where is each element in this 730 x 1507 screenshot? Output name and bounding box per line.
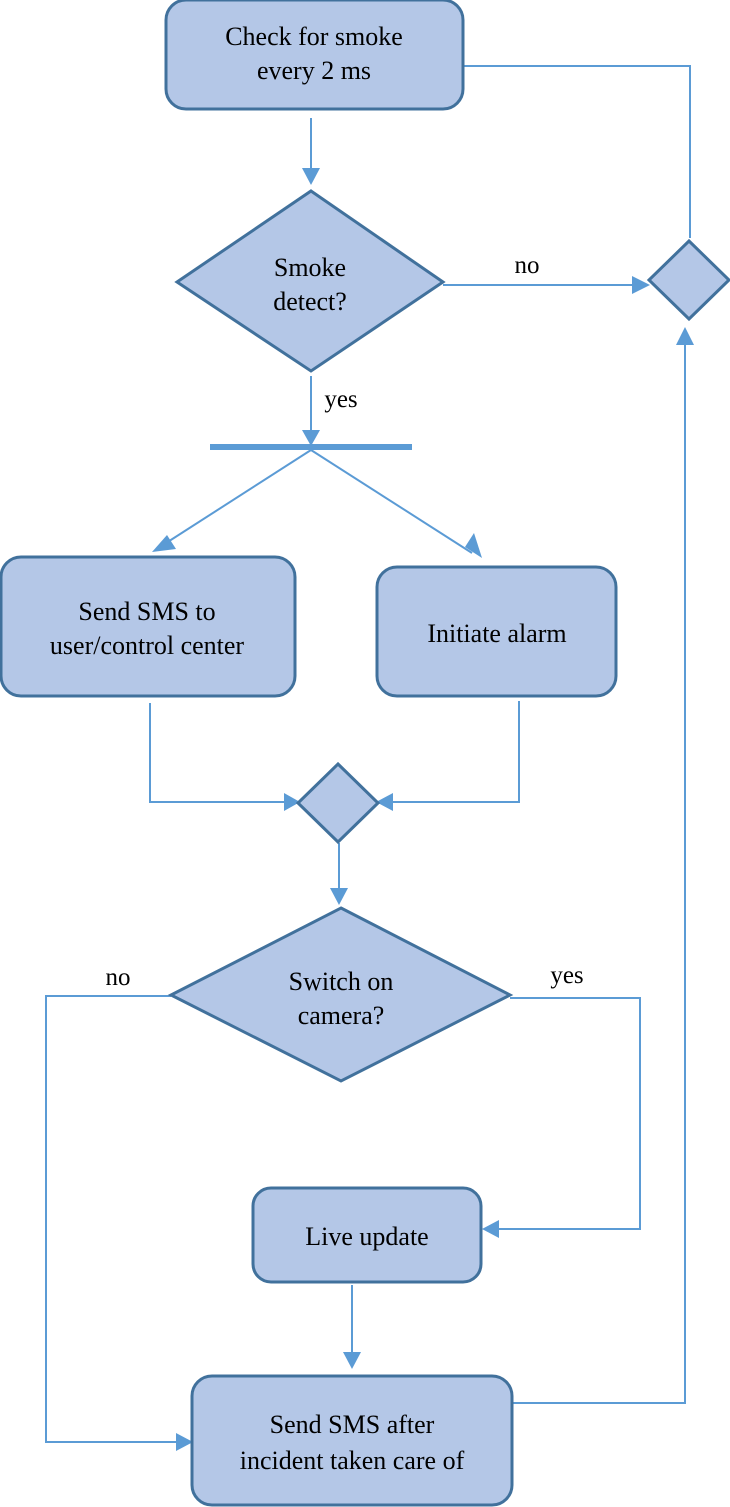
switch-camera-line-1: Switch on [289,967,394,996]
arrowhead-fork-to-sms [152,535,176,552]
edge-fork-to-sms [162,449,312,546]
send-sms-after-line-1: Send SMS after [270,1410,435,1439]
arrowhead-fork-to-alarm [465,533,482,558]
node-smoke-detect: Smoke detect? [174,189,446,373]
edge-label-smoke-no: no [515,252,540,279]
arrowhead-detect-yes [302,430,320,446]
edge-label-camera-yes: yes [550,962,583,989]
node-join-diamond [295,761,381,845]
edge-label-smoke-yes: yes [324,386,357,413]
node-initiate-alarm: Initiate alarm [375,565,618,698]
arrowhead-join-to-camera [330,888,348,905]
node-check-smoke: Check for smoke every 2 ms [164,0,465,111]
node-send-sms-after: Send SMS after incident taken care of [190,1374,514,1507]
node-live-update: Live update [251,1186,483,1284]
edge-camera-yes [497,997,641,1230]
arrowhead-alarm-to-join [376,793,393,811]
arrowhead-detect-no [632,276,650,294]
arrowhead-camera-no [176,1433,193,1451]
live-update-line-1: Live update [305,1222,428,1251]
check-smoke-line-2: every 2 ms [257,56,371,85]
arrowhead-live-to-sms-after [343,1352,361,1369]
edge-alarm-to-join [392,701,520,803]
arrowhead-sms-to-join [284,793,300,811]
smoke-detect-line-2: detect? [273,287,347,316]
arrowhead-sms-after-to-merge [676,327,694,345]
node-merge-diamond [646,238,730,322]
edge-camera-no [45,995,178,1443]
edges [45,65,694,1451]
send-sms-user-line-2: user/control center [50,631,245,660]
send-sms-user-line-1: Send SMS to [78,597,215,626]
node-send-sms-user: Send SMS to user/control center [0,555,297,698]
arrowhead-camera-yes [482,1220,499,1238]
initiate-alarm-line-1: Initiate alarm [427,619,566,648]
switch-camera-line-2: camera? [298,1001,385,1030]
send-sms-after-line-2: incident taken care of [240,1446,465,1475]
edge-label-camera-no: no [106,964,131,991]
edge-fork-to-alarm [310,449,473,554]
edge-sms-to-join [149,703,287,803]
check-smoke-line-1: Check for smoke [225,22,403,51]
arrowhead-check-to-detect [302,168,320,185]
node-switch-camera: Switch on camera? [167,906,514,1083]
edge-sms-after-to-merge [513,342,686,1404]
smoke-detect-line-1: Smoke [274,253,346,282]
edge-loop-to-check [463,65,691,238]
